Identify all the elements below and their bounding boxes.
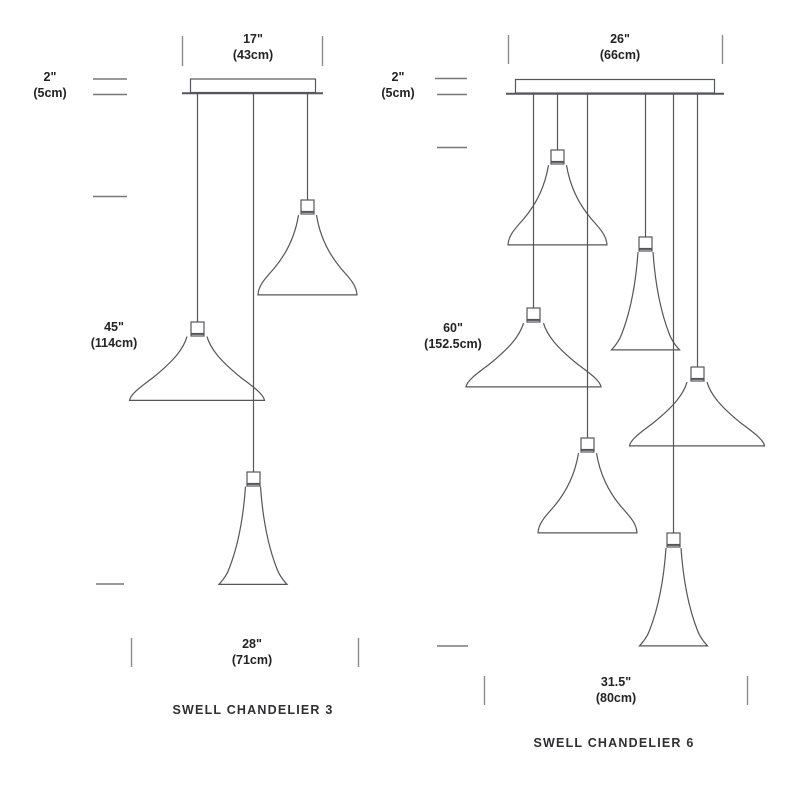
pendant-socket bbox=[550, 149, 565, 165]
drop-height-inches: 60" bbox=[443, 321, 463, 335]
canopy bbox=[182, 78, 323, 95]
drop-height-inches: 45" bbox=[104, 320, 124, 334]
canopy-width-ticks bbox=[181, 36, 324, 66]
pendant-socket bbox=[190, 321, 205, 337]
product-title: SWELL CHANDELIER 6 bbox=[533, 736, 695, 750]
pendant-shade-medium bbox=[537, 452, 638, 534]
overall-width-inches: 28" bbox=[242, 637, 262, 651]
pendant-shade-cone bbox=[638, 547, 709, 647]
canopy-thickness-dimension: 2" (5cm) bbox=[33, 69, 66, 101]
pendant-socket bbox=[246, 471, 261, 487]
chandelier-6-drawing bbox=[435, 35, 766, 705]
canopy-thickness-inches: 2" bbox=[43, 70, 57, 84]
dimension-dashes bbox=[435, 77, 468, 647]
pendant-socket bbox=[300, 199, 315, 215]
drop-height-dimension: 45" (114cm) bbox=[91, 319, 138, 351]
dimension-dashes bbox=[93, 78, 127, 585]
canopy-thickness-dimension: 2" (5cm) bbox=[381, 69, 414, 101]
overall-width-cm: (71cm) bbox=[231, 653, 273, 667]
canopy-thickness-cm: (5cm) bbox=[33, 86, 67, 100]
canopy-width-dimension: 17" (43cm) bbox=[233, 31, 273, 63]
pendant-socket bbox=[638, 236, 653, 252]
pendant-shade-cone bbox=[218, 486, 288, 586]
drop-height-dimension: 60" (152.5cm) bbox=[424, 320, 482, 352]
pendant-socket bbox=[526, 307, 541, 323]
canopy-width-dimension: 26" (66cm) bbox=[600, 31, 640, 63]
overall-width-dimension: 31.5" (80cm) bbox=[596, 674, 636, 706]
overall-width-cm: (80cm) bbox=[595, 691, 637, 705]
pendant-socket bbox=[666, 532, 681, 548]
canopy-width-cm: (66cm) bbox=[599, 48, 641, 62]
canopy-thickness-cm: (5cm) bbox=[381, 86, 415, 100]
overall-width-ticks bbox=[130, 638, 360, 667]
cords bbox=[532, 94, 699, 533]
canopy bbox=[506, 78, 724, 95]
pendant-shade-large bbox=[465, 322, 602, 388]
pendant-shade-cone bbox=[610, 251, 681, 351]
pendant-shade-medium bbox=[507, 164, 608, 246]
product-title: SWELL CHANDELIER 3 bbox=[172, 703, 334, 717]
overall-width-dimension: 28" (71cm) bbox=[232, 636, 272, 668]
overall-width-inches: 31.5" bbox=[600, 675, 632, 689]
canopy-thickness-inches: 2" bbox=[391, 70, 405, 84]
canopy-width-inches: 17" bbox=[243, 32, 263, 46]
cords bbox=[196, 93, 309, 472]
overall-width-ticks bbox=[483, 676, 749, 705]
pendant-socket bbox=[690, 366, 705, 382]
canopy-width-inches: 26" bbox=[610, 32, 630, 46]
pendant-shade-medium bbox=[257, 214, 358, 296]
canopy-width-cm: (43cm) bbox=[232, 48, 274, 62]
drop-height-cm: (152.5cm) bbox=[424, 337, 482, 351]
canopy-width-ticks bbox=[507, 35, 724, 64]
pendant-shade-large bbox=[128, 336, 266, 401]
pendant-socket bbox=[580, 437, 595, 453]
drop-height-cm: (114cm) bbox=[90, 336, 138, 350]
chandelier-3-drawing bbox=[93, 36, 360, 667]
pendant-shade-large bbox=[628, 381, 766, 447]
